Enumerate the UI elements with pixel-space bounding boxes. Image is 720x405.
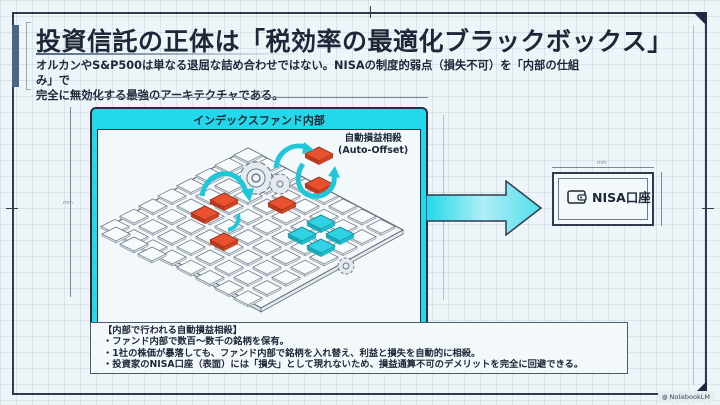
info-bullet: ・投資家のNISA口座（表面）には「損失」として現れないため、損益通算不可のデメ… — [103, 359, 584, 371]
swap-arrow-icon — [241, 188, 254, 202]
swap-arrow-icon — [227, 213, 241, 232]
notebooklm-watermark: ◍ NotebookLM — [657, 391, 714, 403]
swap-arrow-icon — [328, 166, 340, 178]
corner-marker — [693, 12, 707, 26]
info-bullet: ・ファンド内部で数百〜数千の銘柄を保有。 — [103, 336, 289, 348]
fund-box-title: インデックスファンド内部 — [193, 114, 325, 127]
title-underline — [36, 53, 306, 55]
wallet-icon — [567, 190, 587, 204]
info-heading: 【内部で行われる自動損益相殺】 — [103, 325, 242, 336]
auto-offset-label-en: (Auto-Offset) — [338, 145, 409, 156]
dimension-label: mm — [254, 90, 264, 96]
swap-arrow-icon — [295, 162, 337, 199]
gear-icon — [269, 173, 291, 195]
gain-tile — [325, 226, 355, 245]
loss-tile — [190, 205, 220, 224]
dimension-line — [552, 167, 654, 168]
subtitle-line: 完全に無効化する最強のアーキテクチャである。 — [36, 89, 284, 102]
dimension-line — [443, 115, 444, 195]
right-arrow-icon — [426, 179, 543, 237]
loss-tile — [209, 232, 239, 251]
info-bullet: ・1社の株価が暴落しても、ファンド内部で銘柄を入れ替え、利益と損失を自動的に相殺… — [103, 347, 481, 359]
fund-box-interior: 自動損益相殺 (Auto-Offset) — [97, 129, 421, 325]
dimension-line — [90, 97, 428, 98]
swap-arrow-icon — [302, 142, 314, 154]
notebooklm-logo-icon: ◍ — [661, 393, 670, 401]
auto-offset-label-jp: 自動損益相殺 — [344, 133, 402, 144]
gain-tile — [306, 214, 336, 233]
center-tick — [702, 208, 714, 209]
loss-tile — [209, 192, 239, 211]
nisa-account-box: NISA口座 — [552, 172, 654, 226]
loss-tile — [267, 195, 297, 214]
title-accent-bar — [12, 25, 19, 87]
title-bracket — [26, 22, 31, 90]
gear-icon — [337, 257, 355, 275]
dimension-line — [661, 172, 662, 226]
auto-offset-label: 自動損益相殺 (Auto-Offset) — [338, 133, 408, 157]
isometric-portfolio-grid — [100, 142, 405, 313]
subtitle-line: オルカンやS&P500は単なる退屈な詰め合わせではない。NISAの制度的弱点（損… — [36, 59, 580, 87]
dimension-label: mm — [597, 160, 607, 166]
gain-tile — [306, 238, 336, 257]
dimension-line — [693, 25, 694, 385]
center-tick — [6, 208, 18, 209]
center-tick — [370, 6, 371, 18]
dimension-line — [70, 107, 71, 297]
watermark-label: NotebookLM — [669, 393, 710, 401]
page-subtitle: オルカンやS&P500は単なる退屈な詰め合わせではない。NISAの制度的弱点（損… — [36, 58, 596, 103]
nisa-account-label: NISA口座 — [592, 190, 651, 205]
info-box: 【内部で行われる自動損益相殺】 ・ファンド内部で数百〜数千の銘柄を保有。 ・1社… — [90, 322, 628, 374]
gain-tile — [287, 226, 317, 245]
dimension-line — [443, 220, 444, 300]
dimension-label: mm — [63, 200, 73, 206]
nisa-account-inner — [558, 178, 648, 220]
index-fund-box: インデックスファンド内部 — [90, 107, 428, 332]
swap-arrow-icon — [199, 171, 249, 197]
page-title: 投資信託の正体は「税効率の最適化ブラックボックス」 — [36, 27, 673, 56]
